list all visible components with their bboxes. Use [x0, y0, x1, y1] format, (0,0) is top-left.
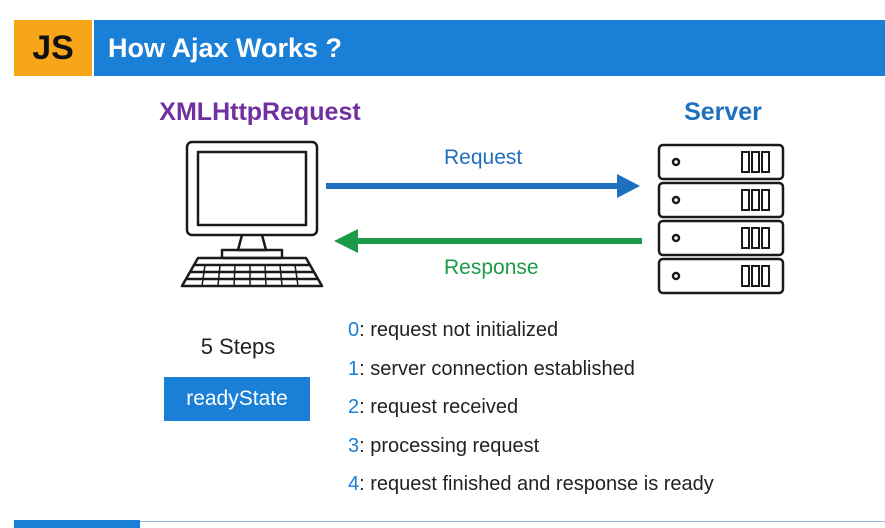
state-text: : request not initialized	[359, 319, 559, 341]
js-badge: JS	[14, 20, 92, 76]
server-icon	[657, 143, 785, 295]
header: JS How Ajax Works ?	[14, 20, 885, 76]
request-arrow	[326, 174, 640, 198]
ready-state-box: readyState	[164, 377, 310, 421]
response-arrow	[334, 229, 642, 253]
footer-accent	[14, 520, 140, 528]
state-item: 4: request finished and response is read…	[348, 470, 714, 509]
ready-state-list: 0: request not initialized 1: server con…	[348, 316, 714, 509]
server-label: Server	[684, 98, 762, 126]
state-text: : server connection established	[359, 357, 635, 380]
state-text: : request received	[359, 396, 519, 418]
response-label: Response	[444, 256, 539, 279]
state-number: 1	[348, 357, 360, 380]
state-item: 1: server connection established	[348, 355, 714, 394]
footer-divider	[140, 521, 885, 522]
page-title: How Ajax Works ?	[94, 20, 885, 76]
state-item: 2: request received	[348, 393, 714, 432]
state-item: 3: processing request	[348, 432, 714, 471]
state-number: 2	[348, 396, 360, 418]
state-text: : processing request	[359, 434, 540, 457]
state-text: : request finished and response is ready	[359, 473, 714, 495]
state-number: 0	[348, 319, 360, 341]
steps-label: 5 Steps	[200, 334, 276, 359]
computer-icon	[180, 140, 324, 288]
client-label: XMLHttpRequest	[159, 98, 361, 126]
state-number: 4	[348, 473, 360, 495]
state-number: 3	[348, 434, 360, 457]
state-item: 0: request not initialized	[348, 316, 714, 355]
request-label: Request	[444, 146, 523, 169]
